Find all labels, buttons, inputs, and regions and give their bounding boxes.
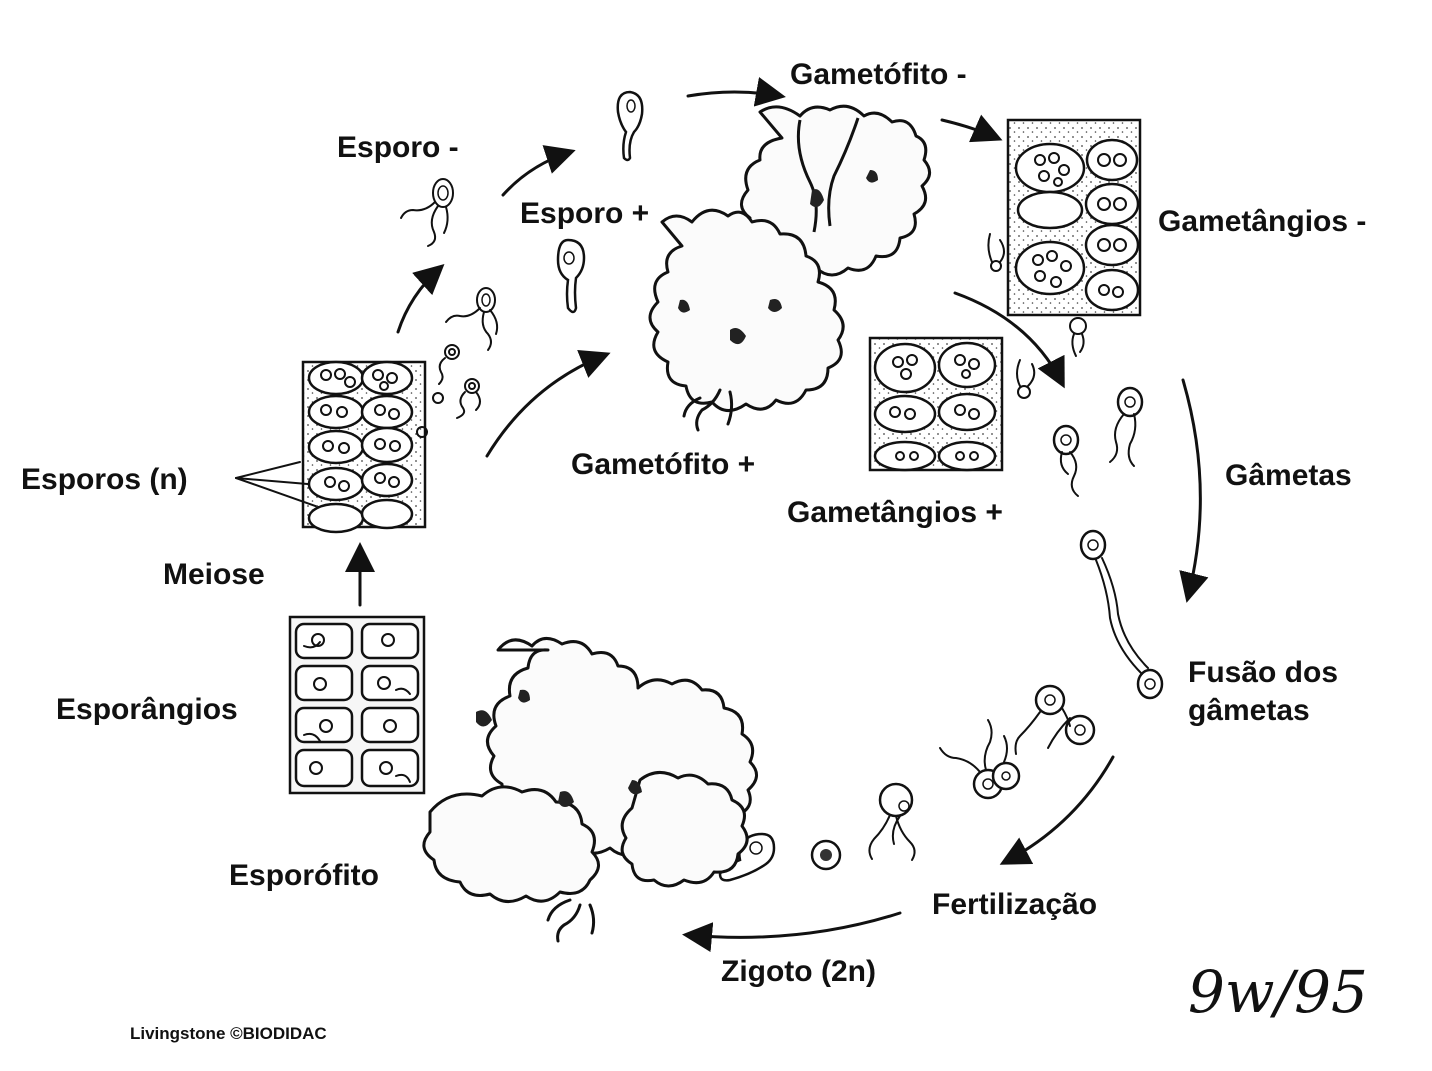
germinating-spore-plus — [556, 238, 586, 314]
gametophyte-plus-thallus — [648, 208, 845, 432]
arrow-to-gametophyte-minus — [686, 77, 786, 107]
arrow-spore-minus-up — [501, 145, 576, 197]
label-spore-minus: Esporo - — [337, 131, 459, 164]
label-gamete-fusion-line2: gâmetas — [1188, 694, 1310, 727]
arrow-to-spore-minus — [396, 263, 445, 334]
label-meiosis: Meiose — [163, 558, 265, 591]
arrow-to-gametangia-plus — [953, 291, 1065, 389]
label-spore-plus: Esporo + — [520, 197, 649, 230]
label-gametophyte-minus: Gametófito - — [790, 58, 967, 91]
zygote-cells — [718, 782, 916, 882]
artist-signature: 9w/95 — [1188, 958, 1368, 1026]
sporophyte-thallus — [422, 637, 758, 943]
arrow-to-gametophyte-plus — [485, 349, 611, 458]
labels: Esporo - Esporo + Gametófito - Gametângi… — [21, 58, 1368, 1043]
label-gametes: Gâmetas — [1225, 459, 1352, 492]
label-gametophyte-plus: Gametófito + — [571, 448, 755, 481]
gametangia-plus-tissue — [868, 336, 1036, 472]
sporangia-tissue-top — [301, 360, 427, 534]
arrow-to-gametangia-minus — [940, 114, 1003, 143]
label-gamete-fusion-line1: Fusão dos — [1188, 656, 1338, 689]
label-sporophyte: Esporófito — [229, 859, 379, 892]
released-spores — [416, 344, 481, 438]
label-spores: Esporos (n) — [21, 463, 188, 496]
gametangia-minus-tissue — [987, 118, 1142, 357]
arrow-zygote — [682, 911, 902, 953]
label-zygote: Zigoto (2n) — [721, 955, 876, 988]
pointer-spores-1 — [235, 461, 301, 479]
germinating-spore-minus — [616, 90, 644, 162]
arrow-gametes — [1179, 378, 1209, 603]
label-fertilization: Fertilização — [932, 888, 1097, 921]
label-sporangia: Esporângios — [56, 693, 238, 726]
gametes — [1052, 386, 1144, 497]
zoospore-right — [445, 287, 499, 351]
label-gametangia-minus: Gametângios - — [1158, 205, 1366, 238]
gamete-fusion — [1079, 529, 1164, 700]
spore-minus-cell — [400, 178, 454, 247]
credit-text: Livingstone ©BIODIDAC — [130, 1024, 327, 1043]
arrow-fertilization — [999, 755, 1115, 865]
conjugating-gametes — [939, 684, 1096, 800]
sporangia-tissue-lower — [288, 615, 426, 795]
label-gametangia-plus: Gametângios + — [787, 496, 1003, 529]
